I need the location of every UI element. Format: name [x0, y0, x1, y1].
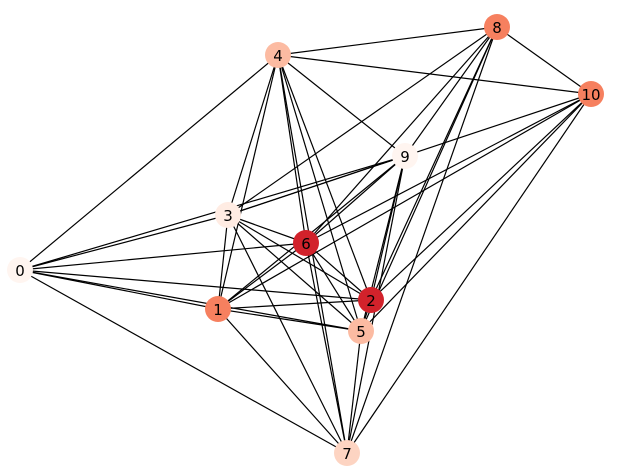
edge-8-10: [496, 26, 592, 95]
edge-0-9: [19, 155, 406, 271]
edge-1-7: [217, 308, 348, 454]
edge-5-7: [346, 330, 362, 454]
node-3: 3: [215, 202, 241, 228]
edge-3-4: [227, 54, 279, 216]
node-label: 3: [223, 207, 233, 225]
edge-0-2: [19, 269, 372, 301]
edge-6-9: [305, 155, 406, 244]
node-circle: [348, 318, 374, 344]
edge-4-10: [277, 54, 592, 95]
node-circle: [334, 440, 360, 466]
edge-3-7: [227, 214, 348, 454]
edge-0-5: [19, 269, 362, 332]
node-label: 10: [581, 86, 600, 104]
edge-5-10: [360, 93, 592, 332]
node-circle: [358, 287, 384, 313]
node-label: 8: [492, 19, 502, 37]
edge-0-4: [19, 54, 279, 271]
edge-2-6: [305, 242, 372, 301]
node-circle: [293, 230, 319, 256]
node-label: 5: [356, 323, 366, 341]
node-label: 4: [273, 47, 283, 65]
edge-0-6: [19, 242, 307, 271]
node-circle: [265, 42, 291, 68]
edge-0-3: [19, 214, 229, 271]
node-circle: [578, 81, 604, 107]
node-7: 7: [334, 440, 360, 466]
edge-3-5: [227, 214, 362, 332]
edge-1-10: [217, 93, 592, 310]
node-label: 7: [342, 445, 352, 463]
edge-7-8: [346, 26, 498, 454]
node-label: 1: [213, 301, 223, 319]
edge-2-4: [277, 54, 372, 301]
edge-7-10: [346, 93, 592, 454]
edge-5-6: [305, 242, 362, 332]
node-label: 2: [366, 292, 376, 310]
edge-1-4: [217, 54, 279, 310]
edge-1-5: [217, 308, 362, 332]
node-circle: [215, 202, 241, 228]
edge-1-3: [217, 214, 229, 310]
node-1: 1: [205, 296, 231, 322]
node-circle: [7, 257, 33, 283]
node-5: 5: [348, 318, 374, 344]
node-layer: 0 1 2 3 4 5 6 7 8 9 10: [7, 14, 604, 466]
node-4: 4: [265, 42, 291, 68]
node-circle: [392, 143, 418, 169]
edge-3-8: [227, 26, 498, 216]
edge-4-9: [277, 54, 406, 157]
node-6: 6: [293, 230, 319, 256]
node-10: 10: [578, 81, 604, 107]
edge-8-9: [404, 26, 498, 157]
edge-4-8: [277, 26, 498, 56]
edge-2-10: [370, 93, 592, 301]
node-0: 0: [7, 257, 33, 283]
edge-4-6: [277, 54, 307, 244]
node-label: 6: [301, 235, 311, 253]
edge-6-8: [305, 26, 498, 244]
node-circle: [205, 296, 231, 322]
node-2: 2: [358, 287, 384, 313]
node-circle: [484, 14, 510, 40]
node-9: 9: [392, 143, 418, 169]
node-label: 9: [400, 148, 410, 166]
edge-4-5: [277, 54, 362, 332]
edge-6-7: [305, 242, 348, 454]
node-8: 8: [484, 14, 510, 40]
node-label: 0: [15, 262, 25, 280]
edge-3-6: [227, 214, 307, 244]
edge-6-10: [305, 93, 592, 244]
edge-0-7: [19, 269, 348, 454]
edge-1-2: [217, 299, 372, 310]
edge-1-6: [217, 242, 307, 310]
